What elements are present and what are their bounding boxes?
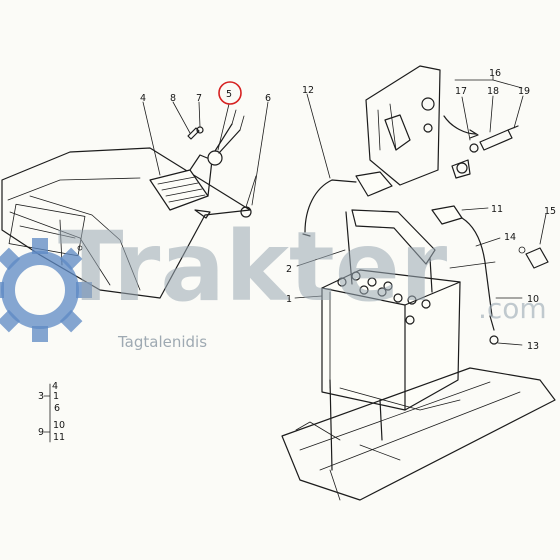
watermark-suffix: .com <box>478 292 547 325</box>
callout-12: 12 <box>302 85 314 96</box>
legend-6: 6 <box>54 403 60 414</box>
callout-1: 1 <box>286 294 292 305</box>
legend-3: 3 <box>38 391 44 402</box>
legend-9: 9 <box>38 427 44 438</box>
callout-19: 19 <box>518 86 530 97</box>
battery <box>294 209 461 411</box>
hood-panel <box>1 147 251 299</box>
work-lamp <box>149 109 257 219</box>
callout-5: 5 <box>226 89 232 100</box>
legend-11: 11 <box>53 432 65 443</box>
legend-4: 4 <box>52 381 58 392</box>
callout-17: 17 <box>455 86 467 97</box>
callout-7: 7 <box>196 93 202 104</box>
callout-18: 18 <box>487 86 499 97</box>
callout-4: 4 <box>140 93 146 104</box>
callout-13: 13 <box>527 341 539 352</box>
callout-6: 6 <box>265 93 271 104</box>
leaders-left <box>142 101 269 206</box>
callout-11: 11 <box>491 204 503 215</box>
callout-8: 8 <box>170 93 176 104</box>
highlight-circle <box>218 81 242 105</box>
callout-labels: 4 8 7 5 6 12 2 1 16 17 18 19 11 15 14 10… <box>140 68 556 352</box>
callout-15: 15 <box>544 206 556 217</box>
callout-16: 16 <box>489 68 501 79</box>
legend-1: 1 <box>53 391 59 402</box>
negative-cable <box>431 205 549 346</box>
callout-10: 10 <box>527 294 539 305</box>
callout-14: 14 <box>504 232 516 243</box>
side-legend: 4 3 1 6 9 10 11 <box>38 381 65 443</box>
switch-bracket <box>365 65 524 186</box>
chassis-frame <box>281 367 556 501</box>
callout-2: 2 <box>286 264 292 275</box>
legend-10: 10 <box>53 420 65 431</box>
watermark-brand: Trakter <box>58 211 448 323</box>
watermark-tagline: Tagtalenidis <box>117 333 207 351</box>
battery-cable <box>302 93 393 237</box>
watermark: Trakter .com Tagtalenidis <box>0 211 547 351</box>
